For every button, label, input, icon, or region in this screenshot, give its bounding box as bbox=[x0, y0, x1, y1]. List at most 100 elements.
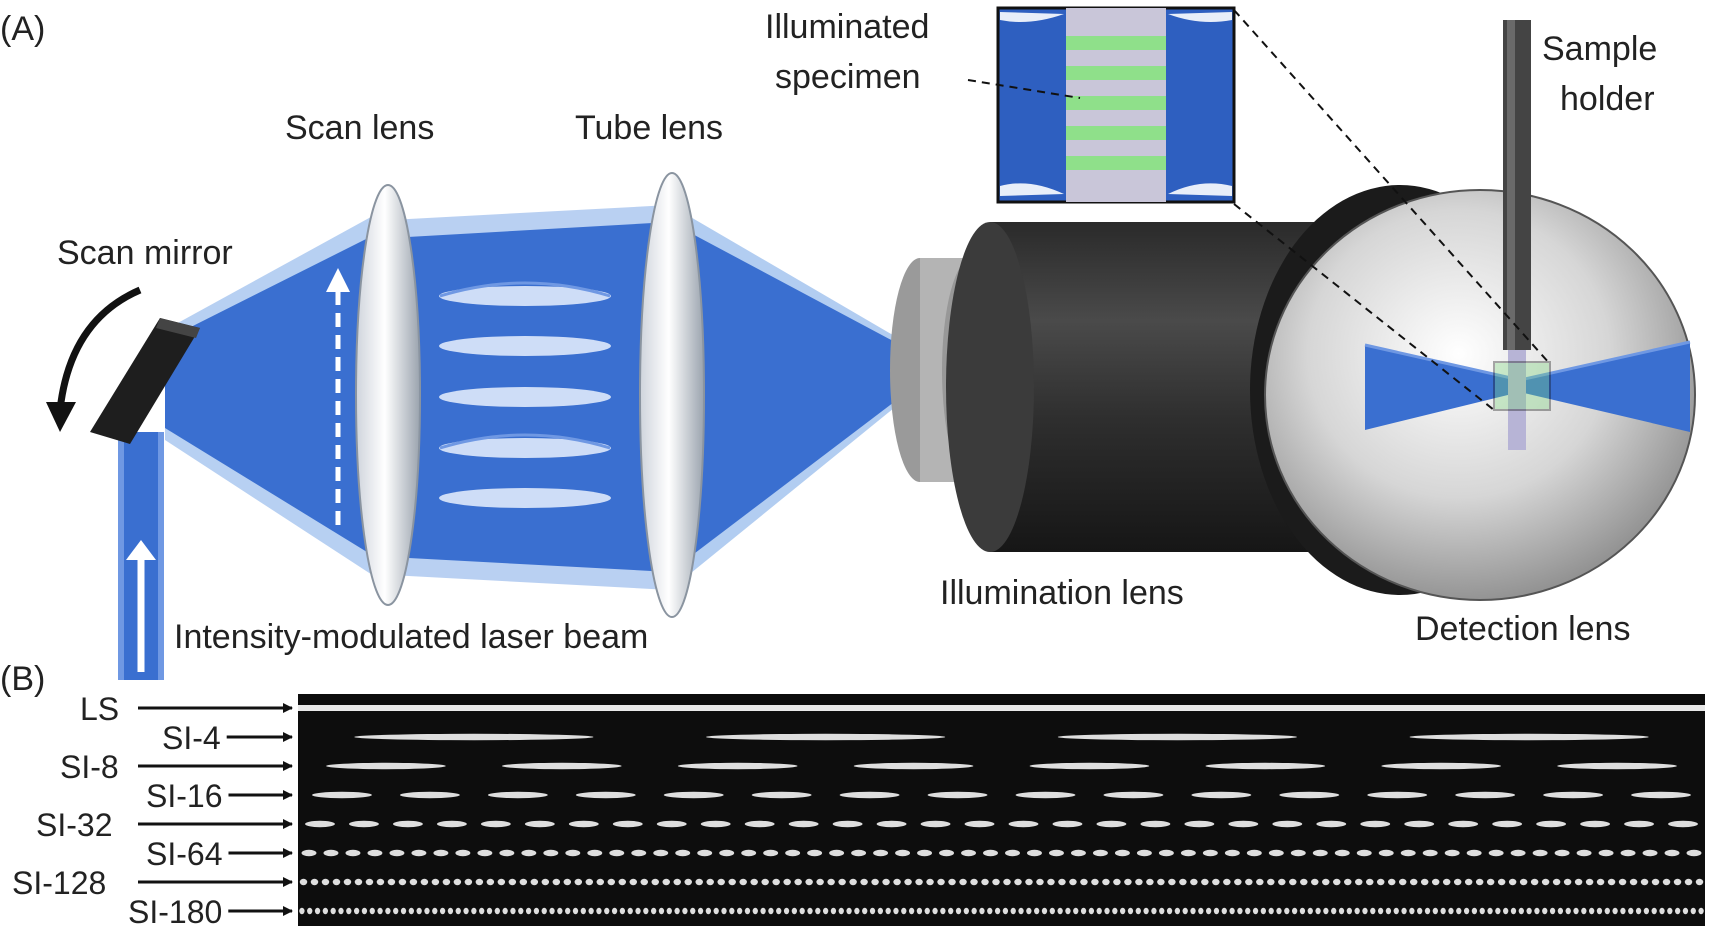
stripe-dash bbox=[1355, 908, 1360, 914]
stripe-dash bbox=[521, 850, 536, 856]
stripe-panel bbox=[298, 694, 1705, 926]
stripe-dash bbox=[370, 908, 375, 914]
stripe-dash bbox=[915, 879, 922, 885]
stripe-dash bbox=[534, 908, 539, 914]
stripe-dash bbox=[739, 879, 746, 885]
stripe-dash bbox=[1335, 850, 1350, 856]
stripe-dash bbox=[1425, 908, 1430, 914]
stripe-dash bbox=[1520, 879, 1527, 885]
stripe-dash bbox=[477, 850, 492, 856]
stripe-dash bbox=[652, 879, 659, 885]
stripe-dash bbox=[728, 879, 735, 885]
stripe-dash bbox=[1316, 821, 1346, 827]
stripe-dash bbox=[651, 908, 656, 914]
stripe-dash bbox=[1366, 879, 1373, 885]
stripe-dash bbox=[549, 908, 554, 914]
stripe-dash bbox=[1586, 879, 1593, 885]
stripe-dash bbox=[698, 908, 703, 914]
stripe-dash bbox=[437, 821, 467, 827]
stripe-dash bbox=[476, 879, 483, 885]
stripe-dash bbox=[487, 879, 494, 885]
stripe-dash bbox=[1124, 879, 1131, 885]
stripe-dash bbox=[1036, 879, 1043, 885]
stripe-dash bbox=[635, 908, 640, 914]
stripe-dash bbox=[1652, 879, 1659, 885]
stripe-dash bbox=[440, 908, 445, 914]
stripe-dash bbox=[643, 908, 648, 914]
stripe-dash bbox=[1619, 879, 1626, 885]
stripe-dash bbox=[761, 879, 768, 885]
scan-lens bbox=[356, 185, 420, 605]
stripe-dash bbox=[471, 908, 476, 914]
stripe-dash bbox=[1652, 908, 1657, 914]
stripe-dash bbox=[1377, 879, 1384, 885]
stripe-dash bbox=[1201, 879, 1208, 885]
stripe-dash bbox=[706, 734, 945, 740]
stripe-dash bbox=[1685, 879, 1692, 885]
stripe-dash bbox=[349, 821, 379, 827]
stripe-dash bbox=[877, 821, 907, 827]
stripe-dash bbox=[854, 763, 974, 769]
stripe-dash bbox=[1448, 821, 1478, 827]
stripe-dash bbox=[1557, 763, 1677, 769]
stripe-dash bbox=[1049, 850, 1064, 856]
stripe-dash bbox=[1175, 908, 1180, 914]
stripe-dash bbox=[1128, 908, 1133, 914]
stripe-dash bbox=[1025, 879, 1032, 885]
stripe-dash bbox=[1472, 908, 1477, 914]
stripe-dash bbox=[1526, 908, 1531, 914]
stripe-dash bbox=[1465, 879, 1472, 885]
stripe-dash bbox=[752, 792, 812, 798]
stripe-dash bbox=[805, 879, 812, 885]
stripe-dash bbox=[1445, 850, 1460, 856]
stripe-dash bbox=[608, 879, 615, 885]
stripe-dash bbox=[1464, 908, 1469, 914]
stripe-dash bbox=[750, 879, 757, 885]
stripe-dash bbox=[1566, 908, 1571, 914]
stripe-dash bbox=[1222, 908, 1227, 914]
stripe-dash bbox=[305, 821, 335, 827]
stripe-dash bbox=[1605, 908, 1610, 914]
stripe-continuous bbox=[298, 705, 1705, 711]
stripe-dash bbox=[714, 908, 719, 914]
stripe-dash bbox=[1659, 908, 1664, 914]
stripe-dash bbox=[789, 821, 819, 827]
stripe-dash bbox=[576, 792, 636, 798]
sample-holder-label-1: Sample bbox=[1542, 30, 1657, 68]
stripe-dash bbox=[1223, 879, 1230, 885]
stripe-dash bbox=[729, 908, 734, 914]
stripe-dash bbox=[1543, 792, 1603, 798]
stripe-dash bbox=[961, 850, 976, 856]
stripe-dash bbox=[1190, 879, 1197, 885]
stripe-dash bbox=[792, 908, 797, 914]
stripe-dash bbox=[1065, 908, 1070, 914]
stripe-dash bbox=[389, 850, 404, 856]
stripe-dash bbox=[901, 908, 906, 914]
stripe-dash bbox=[1069, 879, 1076, 885]
stripe-dash bbox=[701, 821, 731, 827]
stripe-dash bbox=[1279, 792, 1339, 798]
stripe-dash bbox=[860, 879, 867, 885]
stripe-dash bbox=[1388, 879, 1395, 885]
stripe-dash bbox=[302, 850, 317, 856]
stripe-dash bbox=[569, 821, 599, 827]
stripe-dash bbox=[1608, 879, 1615, 885]
stripe-dash bbox=[542, 908, 547, 914]
stripe-dash bbox=[1498, 879, 1505, 885]
stripe-dash bbox=[433, 850, 448, 856]
stripe-dash bbox=[1480, 908, 1485, 914]
stripe-dash bbox=[1621, 850, 1636, 856]
stripe-dash bbox=[1555, 850, 1570, 856]
stripe-dash bbox=[628, 908, 633, 914]
stripe-dash bbox=[1667, 908, 1672, 914]
stripe-dash bbox=[1047, 879, 1054, 885]
stripe-dash bbox=[1315, 908, 1320, 914]
stripe-dash bbox=[526, 908, 531, 914]
stripe-dash bbox=[1057, 908, 1062, 914]
row-label: SI-4 bbox=[162, 720, 221, 756]
stripe-dash bbox=[315, 908, 320, 914]
stripe-dash bbox=[1575, 879, 1582, 885]
stripe-dash bbox=[1159, 908, 1164, 914]
stripe-dash bbox=[1362, 908, 1367, 914]
stripe-dash bbox=[873, 850, 888, 856]
